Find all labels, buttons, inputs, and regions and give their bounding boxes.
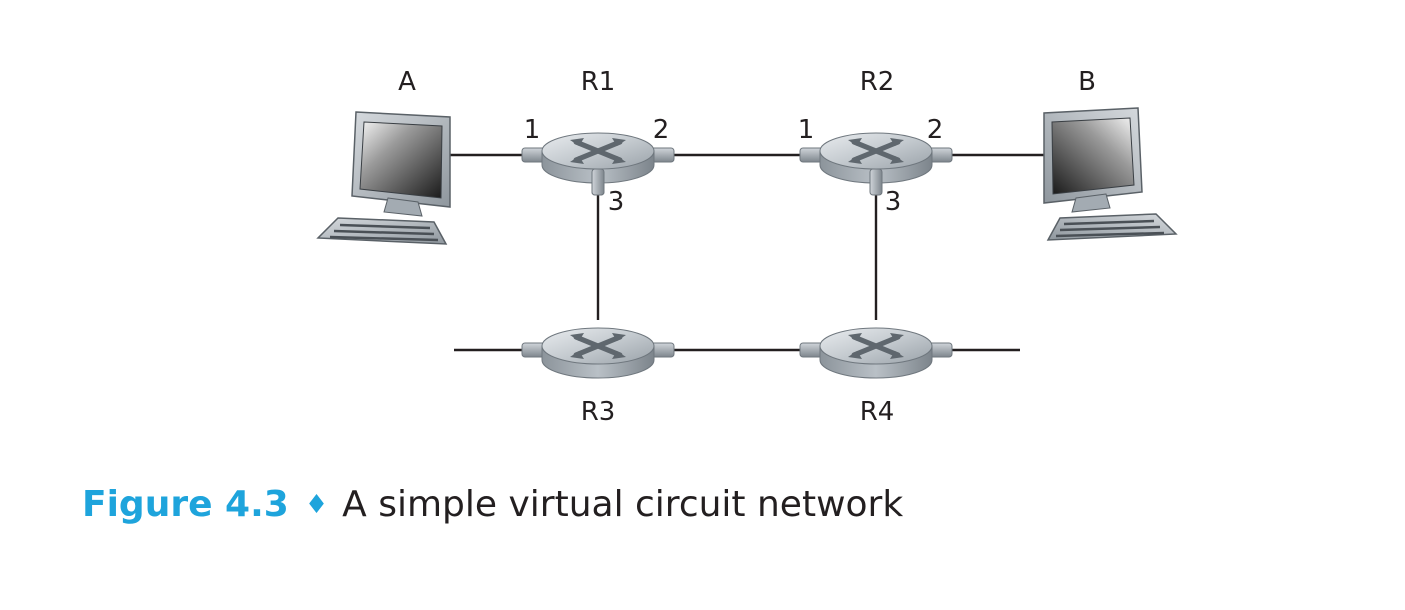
router-r2-label: R2 — [860, 67, 895, 97]
router-r1-icon — [522, 133, 674, 196]
host-a-computer-icon — [316, 110, 452, 246]
figure-caption: Figure 4.3 ♦ A simple virtual circuit netw… — [82, 480, 903, 530]
figure-title: A simple virtual circuit network — [342, 484, 904, 525]
r2-port-1-label: 1 — [798, 115, 815, 145]
r2-port-3-label: 3 — [885, 187, 902, 217]
host-b-label: B — [1078, 67, 1096, 97]
router-r4-label: R4 — [860, 397, 895, 427]
links — [448, 153, 1046, 352]
router-r3-label: R3 — [581, 397, 616, 427]
router-r3-icon — [522, 328, 674, 378]
router-r4-icon — [800, 328, 952, 378]
figure-number: Figure 4.3 — [82, 484, 289, 525]
host-a-label: A — [398, 67, 416, 97]
r1-port-3-label: 3 — [608, 187, 625, 217]
r2-port-2-label: 2 — [927, 115, 944, 145]
r1-port-1-label: 1 — [524, 115, 541, 145]
caption-diamond-icon: ♦ — [304, 490, 329, 520]
host-b-computer-icon — [1042, 106, 1178, 242]
router-r1-label: R1 — [581, 67, 616, 97]
r1-port-2-label: 2 — [653, 115, 670, 145]
